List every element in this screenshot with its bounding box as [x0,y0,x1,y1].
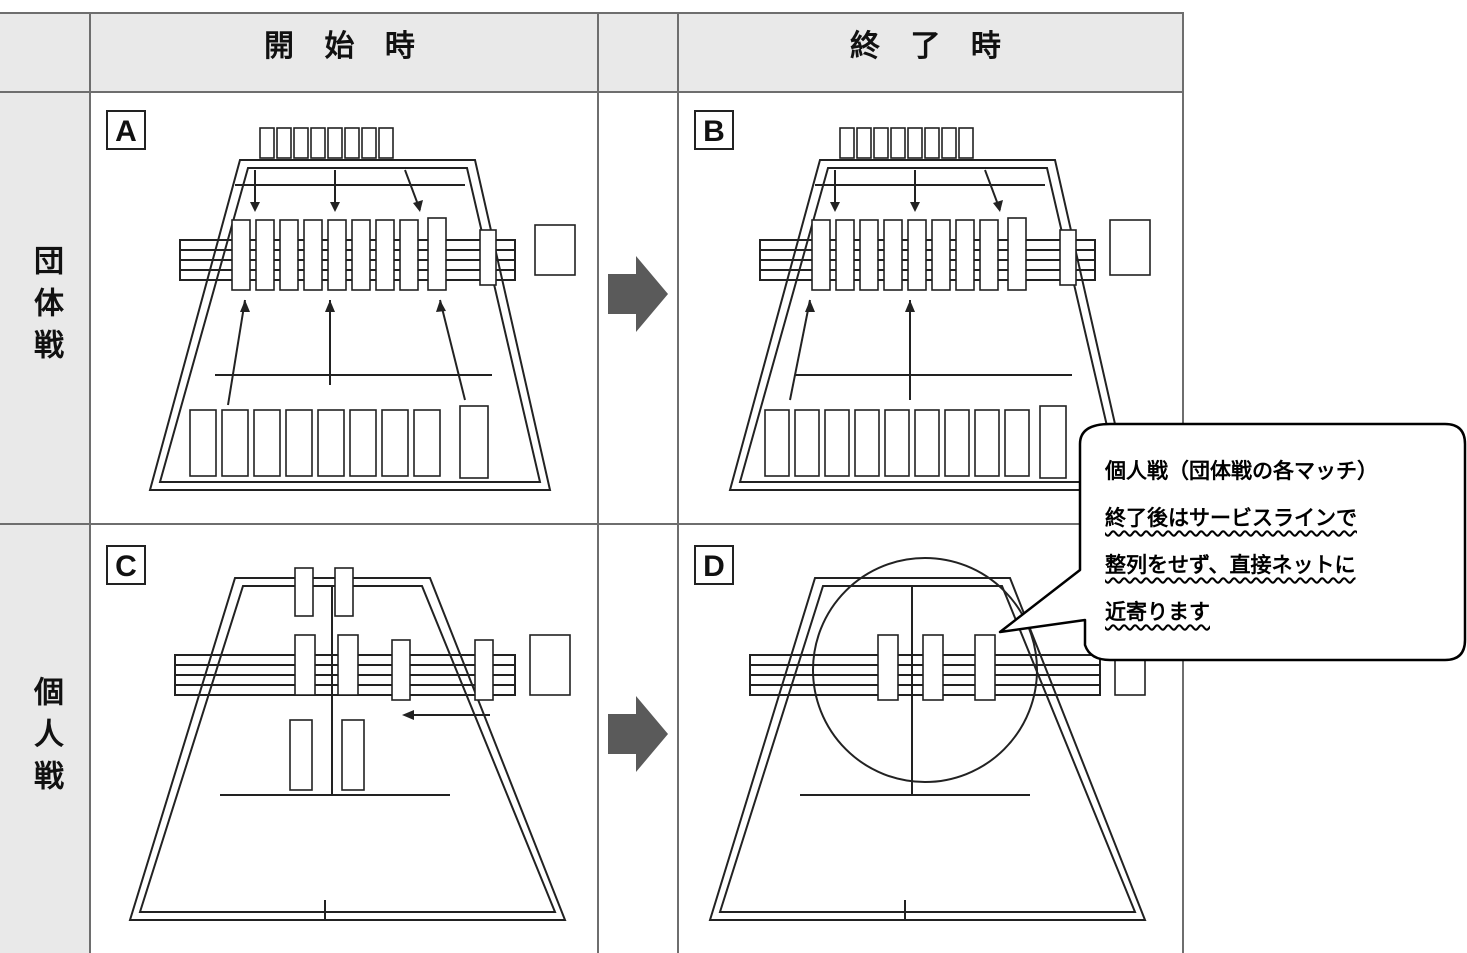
grid-col-1 [89,12,91,953]
court-illustration-c [128,567,571,921]
panel-label-a: A [106,110,146,150]
callout-line-4: 近寄ります [1105,600,1210,624]
grid-col-3 [677,12,679,953]
court-illustration-a [148,127,576,491]
header-start: 開 始 時 [264,29,425,64]
panel-label-b: B [694,110,734,150]
court-illustration-d [708,557,1147,921]
header-row [0,12,1183,92]
grid-col-2 [597,12,599,953]
callout-text: 個人戦（団体戦の各マッチ） 終了後はサービスラインで 整列をせず、直接ネットに … [1105,448,1445,636]
callout-line-1: 個人戦（団体戦の各マッチ） [1105,459,1378,483]
header-end: 終 了 時 [850,29,1011,64]
grid-header-bottom [0,91,1183,93]
row-label-individual: 個人戦 [0,524,90,953]
row-label-team: 団体戦 [0,92,90,524]
grid-top [0,12,1183,14]
callout-line-3: 整列をせず、直接ネットに [1105,553,1356,577]
panel-label-c: C [106,545,146,585]
panel-label-d: D [694,545,734,585]
callout-line-2: 終了後はサービスラインで [1105,506,1357,530]
arrow-right-icon [608,696,668,772]
speech-bubble [998,422,1467,662]
arrow-right-icon [608,256,668,332]
grid-row-divider [0,523,1183,525]
row-label-individual-text: 個人戦 [28,675,63,802]
row-label-team-text: 団体戦 [28,245,63,371]
